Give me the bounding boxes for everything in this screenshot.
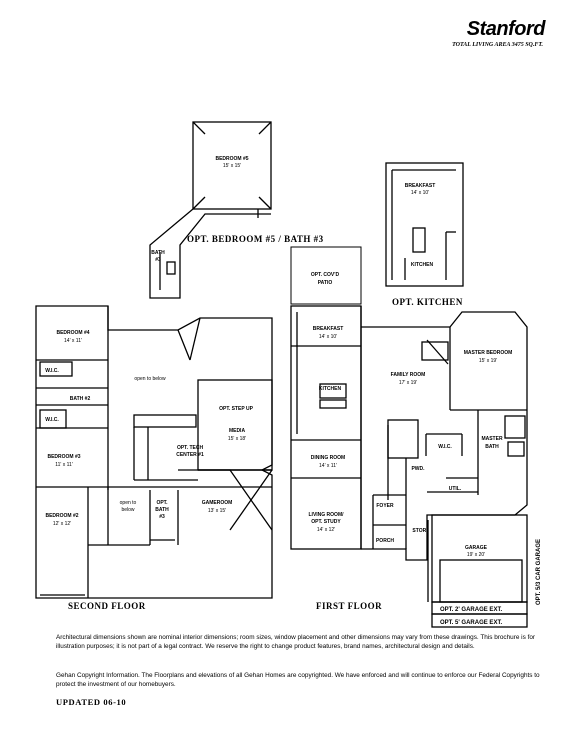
bedroom5-label: BEDROOM #5 bbox=[215, 156, 248, 162]
kitchen-label: KITCHEN bbox=[319, 386, 342, 392]
opt-bath3-label: OPT. bbox=[156, 500, 168, 506]
open-below-2: open to bbox=[120, 500, 137, 506]
tech-center-label: OPT. TECH bbox=[177, 445, 204, 451]
bedroom3-size: 11' x 11' bbox=[55, 462, 73, 468]
bath3-opt-sub: #3 bbox=[155, 257, 161, 263]
wic-b-label: W.I.C. bbox=[45, 417, 59, 423]
covd-patio-label: OPT. COV'D bbox=[311, 272, 340, 278]
util-label: UTIL. bbox=[449, 486, 462, 492]
bedroom4-size: 14' x 11' bbox=[64, 338, 82, 344]
opt-breakfast-label: BREAKFAST bbox=[405, 183, 436, 189]
caption-second-floor: SECOND FLOOR bbox=[68, 601, 146, 611]
family-size: 17' x 19' bbox=[399, 380, 417, 386]
family-label: FAMILY ROOM bbox=[391, 372, 426, 378]
breakfast-label: BREAKFAST bbox=[313, 326, 344, 332]
caption-opt-kitchen: OPT. KITCHEN bbox=[392, 297, 463, 307]
living-label: LIVING ROOM/ bbox=[309, 512, 345, 518]
opt-kitchen-room-label: KITCHEN bbox=[411, 262, 434, 268]
bedroom2-label: BEDROOM #2 bbox=[45, 513, 78, 519]
master-bath-label: MASTER bbox=[481, 436, 503, 442]
breakfast-size: 14' x 10' bbox=[319, 334, 337, 340]
plan-title: Stanford bbox=[466, 18, 546, 40]
open-below-1: open to below bbox=[134, 376, 166, 382]
porch-label: PORCH bbox=[376, 538, 394, 544]
garage-plan bbox=[427, 514, 528, 628]
dining-size: 14' x 11' bbox=[319, 463, 337, 469]
opt-step-up-label: OPT. STEP UP bbox=[219, 406, 253, 412]
opt-bath3-sub: BATH bbox=[155, 507, 169, 513]
bedroom3-label: BEDROOM #3 bbox=[47, 454, 80, 460]
living-sub: OPT. STUDY bbox=[311, 519, 341, 525]
caption-opt-bedroom5: OPT. BEDROOM #5 / BATH #3 bbox=[187, 234, 324, 244]
caption-opt-5-garage: OPT. 5' GARAGE EXT. bbox=[440, 620, 502, 626]
living-size: 14' x 12' bbox=[317, 527, 335, 533]
open-below-2-sub: below bbox=[121, 507, 134, 513]
caption-opt-car-garage: OPT. 5/3 CAR GARAGE bbox=[536, 539, 542, 605]
master-bath-sub: BATH bbox=[485, 444, 499, 450]
master-bed-label: MASTER BEDROOM bbox=[464, 350, 513, 356]
media-size: 15' x 18' bbox=[228, 436, 246, 442]
master-bed-size: 15' x 19' bbox=[479, 358, 497, 364]
garage-label: GARAGE bbox=[465, 545, 488, 551]
updated-date: UPDATED 06-10 bbox=[56, 697, 127, 707]
living-area: TOTAL LIVING AREA 3475 SQ.FT. bbox=[452, 42, 543, 48]
tech-center-sub: CENTER #1 bbox=[176, 452, 204, 458]
caption-opt-2-garage: OPT. 2' GARAGE EXT. bbox=[440, 607, 502, 613]
bath3-opt-label: BATH bbox=[151, 250, 165, 256]
opt-bath3-sub2: #3 bbox=[159, 514, 165, 520]
disclaimer-copyright: Gehan Copyright Information. The Floorpl… bbox=[56, 672, 540, 688]
caption-first-floor: FIRST FLOOR bbox=[316, 601, 382, 611]
foyer-label: FOYER bbox=[376, 503, 394, 509]
opt-bedroom5-plan bbox=[149, 121, 272, 299]
second-floor-plan bbox=[35, 305, 273, 599]
bath2-label: BATH #2 bbox=[70, 396, 91, 402]
stor-label: STOR. bbox=[412, 528, 428, 534]
opt-breakfast-size: 14' x 10' bbox=[411, 190, 429, 196]
bedroom5-size: 15' x 15' bbox=[223, 163, 241, 169]
first-floor-right bbox=[361, 311, 528, 561]
bedroom2-size: 12' x 12' bbox=[53, 521, 71, 527]
wic-a-label: W.I.C. bbox=[45, 368, 59, 374]
dining-label: DINING ROOM bbox=[311, 455, 345, 461]
garage-size: 19' x 20' bbox=[467, 552, 485, 558]
pwd-label: PWD. bbox=[411, 466, 425, 472]
covd-patio-sub: PATIO bbox=[318, 280, 333, 286]
wic-m-label: W.I.C. bbox=[438, 444, 452, 450]
media-label: MEDIA bbox=[229, 428, 246, 434]
disclaimer-dimensions: Architectural dimensions shown are nomin… bbox=[56, 634, 536, 650]
opt-kitchen-plan bbox=[385, 162, 464, 287]
first-floor-left bbox=[290, 305, 362, 550]
gameroom-size: 13' x 15' bbox=[208, 508, 226, 514]
bedroom4-label: BEDROOM #4 bbox=[56, 330, 89, 336]
gameroom-label: GAMEROOM bbox=[202, 500, 233, 506]
